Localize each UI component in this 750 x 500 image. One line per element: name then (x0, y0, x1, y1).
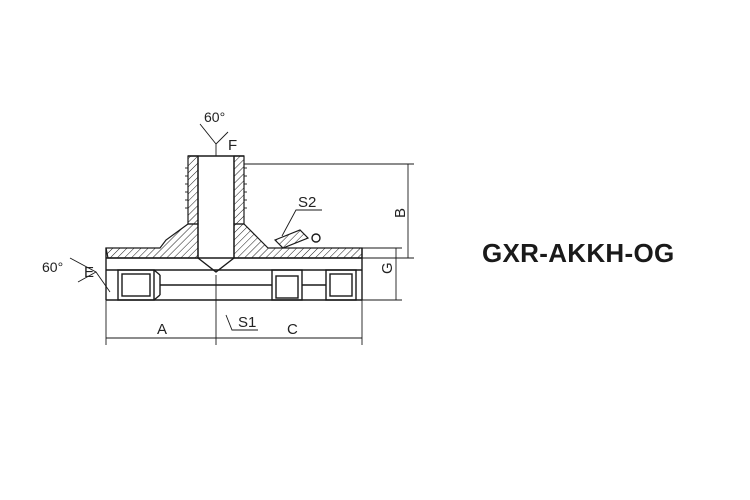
label-s1: S1 (238, 314, 256, 331)
branch-thread-marks (185, 167, 247, 209)
label-e: E (84, 264, 94, 281)
label-b: B (392, 208, 409, 218)
dimensions (69, 123, 414, 345)
branch-right-wall (233, 155, 245, 225)
main-body (105, 223, 363, 301)
label-g: G (379, 262, 396, 274)
label-f: F (228, 137, 237, 154)
label-c: C (287, 321, 298, 338)
branch-left-wall (187, 155, 199, 225)
right-nut (271, 229, 357, 301)
label-angle-top: 60° (204, 109, 225, 125)
part-code-title: GXR-AKKH-OG (482, 238, 675, 268)
body-upper-hatch-left (105, 223, 199, 259)
label-a: A (157, 321, 167, 338)
left-port (117, 269, 161, 301)
label-s2: S2 (298, 194, 316, 211)
label-angle-left: 60° (42, 259, 63, 275)
